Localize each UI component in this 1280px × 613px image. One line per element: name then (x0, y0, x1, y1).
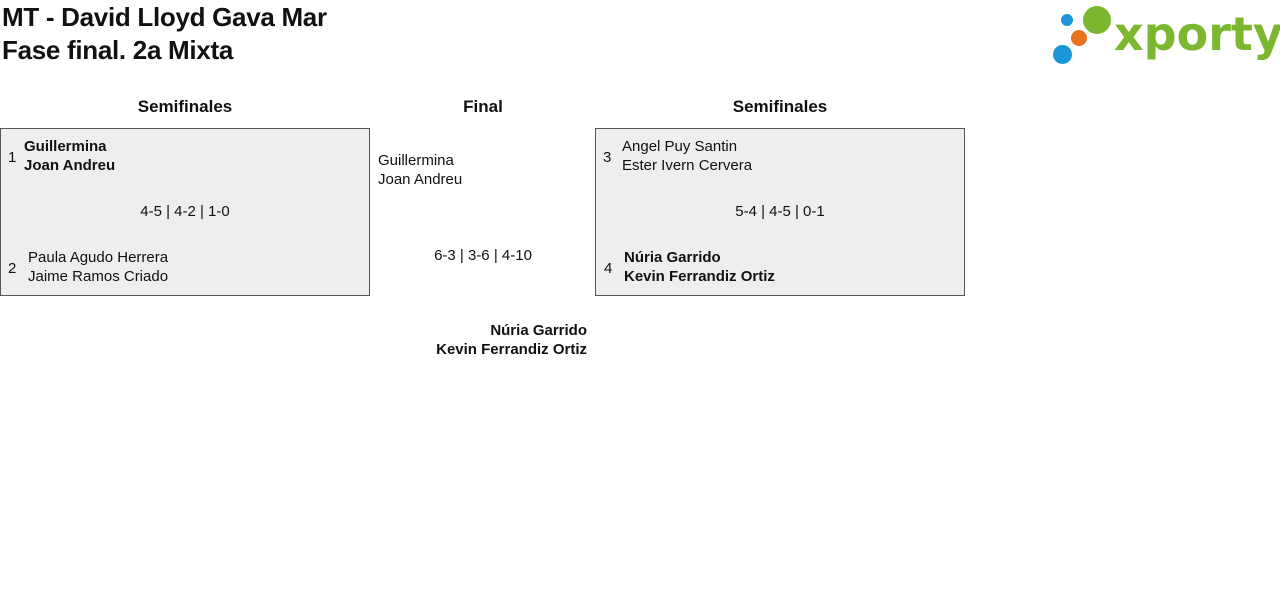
player-name: Paula Agudo Herrera (28, 249, 169, 266)
player-name: Angel Puy Santin (622, 138, 738, 155)
player-name: Jaime Ramos Criado (28, 268, 169, 285)
final-team-a: Guillermina Joan Andreu (378, 151, 462, 189)
seed-number: 4 (604, 260, 613, 277)
final-score: 6-3 | 3-6 | 4-10 (434, 247, 532, 264)
xporty-logo[interactable]: xporty (1050, 4, 1280, 66)
seed-number: 3 (603, 149, 612, 166)
page-subtitle: Fase final. 2a Mixta (2, 35, 233, 65)
seed-number: 2 (8, 260, 17, 277)
player-name: Ester Ivern Cervera (622, 157, 753, 174)
seed-number: 1 (8, 149, 17, 166)
column-header-final: Final (463, 97, 503, 116)
logo-wordmark: xporty (1114, 7, 1280, 61)
player-name: Kevin Ferrandiz Ortiz (436, 341, 587, 358)
player-name: Guillermina (24, 138, 107, 155)
semifinal-right-match[interactable]: 3 Angel Puy Santin Ester Ivern Cervera 5… (595, 128, 965, 296)
player-name: Núria Garrido (624, 249, 721, 266)
match-score: 4-5 | 4-2 | 1-0 (140, 203, 230, 220)
logo-dot-blue (1053, 45, 1072, 64)
player-name: Joan Andreu (378, 171, 463, 188)
player-name: Guillermina (378, 152, 454, 169)
match-score: 5-4 | 4-5 | 0-1 (735, 203, 825, 220)
page-title: MT - David Lloyd Gava Mar (2, 2, 327, 32)
player-name: Joan Andreu (24, 157, 116, 174)
logo-dot-small-blue (1061, 14, 1073, 26)
logo-dot-orange (1071, 30, 1087, 46)
champion-team: Núria Garrido Kevin Ferrandiz Ortiz (380, 321, 587, 359)
column-header-semifinal-right: Semifinales (732, 97, 828, 116)
player-name: Núria Garrido (490, 322, 587, 339)
logo-dot-green (1083, 6, 1111, 34)
semifinal-left-match[interactable]: 1 Guillermina Joan Andreu 4-5 | 4-2 | 1-… (0, 128, 370, 296)
player-name: Kevin Ferrandiz Ortiz (624, 268, 775, 285)
column-header-semifinal-left: Semifinales (137, 97, 233, 116)
